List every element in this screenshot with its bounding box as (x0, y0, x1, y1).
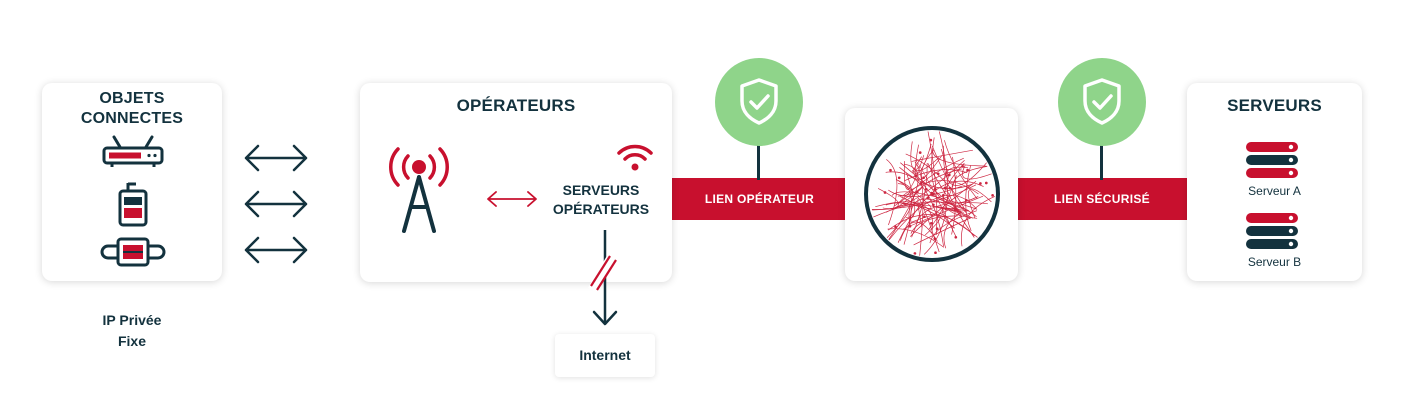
shield-check-icon-left (715, 58, 803, 146)
shield-check-icon (1083, 78, 1121, 125)
ip-label: IP Privée Fixe (62, 310, 202, 352)
double-arrow-icon (244, 190, 308, 218)
wristband-icon (100, 237, 166, 267)
blocked-icon (588, 253, 617, 293)
internet-label: Internet (579, 347, 631, 363)
internet-box: Internet (555, 334, 655, 377)
bidirectional-arrows (244, 144, 308, 264)
secure-link-band: LIEN SÉCURISÉ (1016, 178, 1188, 220)
red-double-arrow-icon (487, 191, 537, 207)
operator-link-band: LIEN OPÉRATEUR (672, 178, 847, 220)
operator-servers-label: SERVEURS OPÉRATEURS (536, 181, 666, 219)
server-a-label: Serveur A (1248, 184, 1301, 198)
internet-blocked-path (588, 230, 618, 326)
router-icon (102, 135, 164, 167)
server-b-label: Serveur B (1247, 255, 1302, 269)
ip-label-line1: IP Privée (102, 312, 162, 328)
connected-objects-title-line2: CONNECTES (80, 110, 184, 127)
operators-card: OPÉRATEURS SERVEURS OPÉRATEURS (360, 83, 672, 282)
antenna-icon (389, 147, 449, 233)
operators-title: OPÉRATEURS (456, 96, 576, 115)
shield-stem-right (1100, 140, 1103, 180)
server-rack-icon (1246, 142, 1298, 178)
operator-servers-line1: SERVEURS (562, 182, 640, 198)
servers-card: SERVEURS Serveur A Serveur B (1187, 83, 1362, 281)
shield-stem-left (757, 140, 760, 180)
shield-check-icon-right (1058, 58, 1146, 146)
double-arrow-icon (244, 236, 308, 264)
connected-objects-title-line1: OBJETS (99, 90, 165, 107)
ip-label-line2: Fixe (117, 333, 146, 349)
shield-check-icon (740, 78, 778, 125)
connected-objects-title: OBJETS CONNECTES (42, 89, 222, 129)
operator-link-label: LIEN OPÉRATEUR (704, 192, 815, 206)
globe-network-icon (864, 126, 1000, 262)
secure-link-label: LIEN SÉCURISÉ (1054, 192, 1150, 206)
connected-objects-card: OBJETS CONNECTES (42, 83, 222, 281)
wifi-icon (617, 144, 653, 171)
servers-title: SERVEURS (1227, 96, 1322, 115)
network-card (845, 108, 1018, 281)
tracker-icon (118, 182, 148, 227)
double-arrow-icon (244, 144, 308, 172)
operator-servers-line2: OPÉRATEURS (552, 201, 650, 217)
server-rack-icon (1246, 213, 1298, 249)
